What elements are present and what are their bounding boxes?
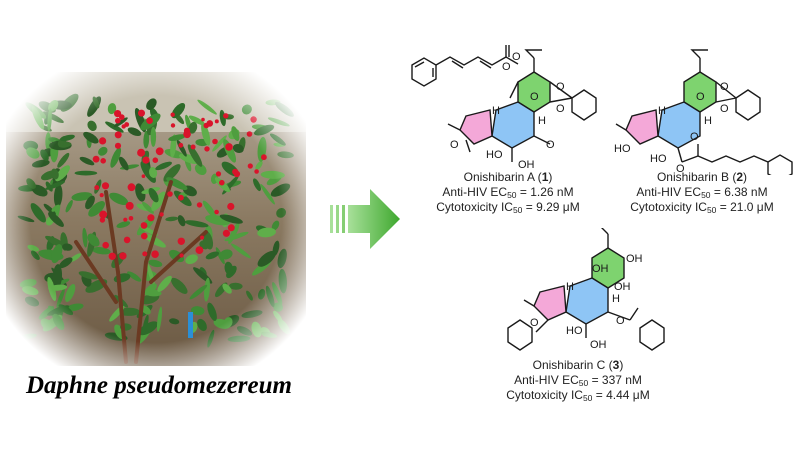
svg-text:HO: HO — [614, 143, 631, 155]
svg-text:O: O — [676, 163, 685, 175]
svg-text:O: O — [616, 315, 625, 327]
svg-text:H: H — [658, 105, 666, 117]
svg-text:O: O — [502, 61, 511, 73]
svg-text:O: O — [556, 81, 565, 93]
plant-photo — [6, 72, 306, 366]
structure-onishibarin-c: OH OH OH H H O HO OH O — [507, 228, 665, 351]
svg-text:H: H — [566, 281, 574, 293]
svg-text:O: O — [690, 131, 699, 143]
anti-hiv-value: Anti-HIV EC50 = 6.38 nM — [636, 185, 768, 200]
svg-text:O: O — [556, 103, 565, 115]
svg-text:OH: OH — [626, 253, 643, 265]
svg-text:O: O — [530, 91, 539, 103]
compound-name: Onishibarin A (1) — [463, 170, 553, 184]
compound-name: Onishibarin C (3) — [532, 358, 624, 372]
structure-onishibarin-b: O O O H H HO HO O O — [614, 49, 793, 175]
cytotoxicity-value: Cytotoxicity IC50 = 9.29 μM — [436, 200, 580, 215]
svg-text:O: O — [450, 139, 459, 151]
svg-text:H: H — [704, 115, 712, 127]
caption-compound-3: Onishibarin C (3) Anti-HIV EC50 = 337 nM… — [478, 358, 678, 403]
caption-compound-1: Onishibarin A (1) Anti-HIV EC50 = 1.26 n… — [418, 170, 598, 215]
species-name: Daphne pseudomezereum — [26, 372, 292, 399]
svg-text:O: O — [720, 81, 729, 93]
svg-text:O: O — [720, 103, 729, 115]
svg-text:O: O — [530, 317, 539, 329]
compound-name: Onishibarin B (2) — [656, 170, 748, 184]
svg-text:HO: HO — [566, 325, 583, 337]
svg-text:OH: OH — [518, 159, 535, 170]
anti-hiv-value: Anti-HIV EC50 = 337 nM — [514, 373, 642, 388]
svg-text:OH: OH — [614, 281, 631, 293]
svg-text:H: H — [492, 105, 500, 117]
svg-text:O: O — [696, 91, 705, 103]
structure-onishibarin-a: O O O O O H H O HO OH O — [411, 45, 597, 170]
svg-text:H: H — [612, 293, 620, 305]
anti-hiv-value: Anti-HIV EC50 = 1.26 nM — [442, 185, 574, 200]
svg-text:OH: OH — [590, 339, 607, 351]
svg-text:HO: HO — [650, 153, 667, 165]
svg-text:O: O — [546, 139, 555, 151]
svg-text:HO: HO — [486, 149, 503, 161]
svg-text:OH: OH — [592, 263, 609, 275]
cytotoxicity-value: Cytotoxicity IC50 = 21.0 μM — [630, 200, 774, 215]
caption-compound-2: Onishibarin B (2) Anti-HIV EC50 = 6.38 n… — [612, 170, 792, 215]
cytotoxicity-value: Cytotoxicity IC50 = 4.44 μM — [506, 388, 650, 403]
arrow-right-icon — [330, 189, 400, 249]
svg-text:H: H — [538, 115, 546, 127]
svg-text:O: O — [512, 51, 521, 63]
